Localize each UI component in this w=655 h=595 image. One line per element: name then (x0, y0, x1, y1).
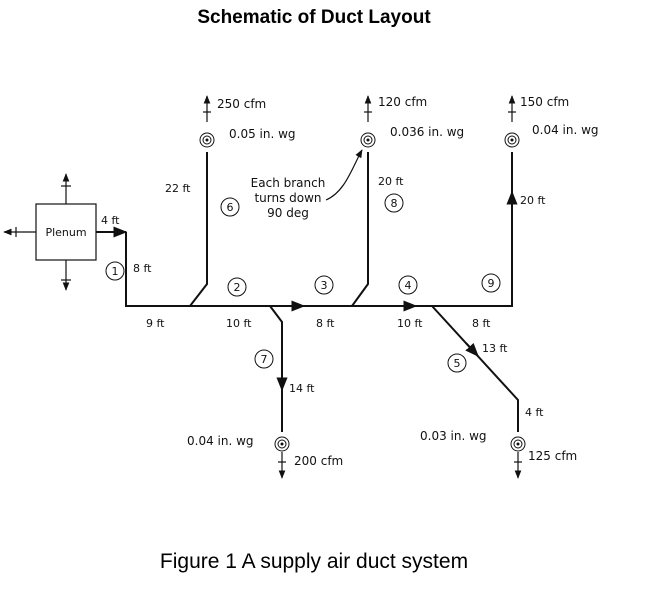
branch-5-length-diagonal: 13 ft (482, 342, 508, 355)
figure-caption: Figure 1 A supply air duct system (160, 550, 468, 573)
branch-9: 20 ft 150 cfm 0.04 in. wg (490, 95, 599, 307)
section-2-length: 10 ft (226, 317, 252, 330)
outlet-9-pressure: 0.04 in. wg (532, 123, 599, 137)
svg-text:7: 7 (261, 353, 268, 366)
main-trunk: 10 ft 8 ft 10 ft 8 ft (186, 300, 510, 330)
outlet-5-diffuser-icon (510, 436, 526, 452)
branch-7-length: 14 ft (289, 382, 315, 395)
branch-9-length: 20 ft (520, 194, 546, 207)
outlet-9-diffuser-icon (504, 132, 520, 148)
section-1-length-a: 4 ft (101, 214, 120, 227)
note-line-3: 90 deg (267, 206, 309, 220)
section-3-length: 8 ft (316, 317, 335, 330)
svg-text:6: 6 (227, 201, 234, 214)
outlet-8-flow: 120 cfm (378, 95, 427, 109)
section-1-duct: 4 ft 8 ft 9 ft (96, 214, 196, 330)
svg-text:9: 9 (488, 277, 495, 290)
branch-5: 13 ft 4 ft 0.03 in. wg 125 cfm (420, 305, 577, 479)
branch-7: 14 ft 0.04 in. wg 200 cfm (187, 305, 343, 479)
section-1-length-b: 8 ft (133, 262, 152, 275)
section-4-length: 10 ft (397, 317, 423, 330)
note-line-1: Each branch (251, 176, 326, 190)
branch-note: Each branch turns down 90 deg (251, 149, 363, 220)
svg-text:2: 2 (234, 281, 241, 294)
svg-text:5: 5 (454, 357, 461, 370)
note-line-2: turns down (254, 191, 321, 205)
outlet-7-flow: 200 cfm (294, 454, 343, 468)
outlet-8-pressure: 0.036 in. wg (390, 125, 464, 139)
section-marker-3: 3 (314, 275, 334, 295)
section-1-length-c: 9 ft (146, 317, 165, 330)
section-marker-8: 8 (384, 193, 404, 213)
outlet-6-pressure: 0.05 in. wg (229, 127, 296, 141)
outlet-7-diffuser-icon (274, 436, 290, 452)
outlet-8-diffuser-icon (360, 132, 376, 148)
outlet-6-flow: 250 cfm (217, 97, 266, 111)
outlet-7-pressure: 0.04 in. wg (187, 434, 254, 448)
outlet-6-diffuser-icon (199, 132, 215, 148)
svg-text:4: 4 (405, 279, 412, 292)
branch-6: 22 ft 250 cfm 0.05 in. wg (165, 95, 296, 307)
section-9-length: 8 ft (472, 317, 491, 330)
branch-8: 20 ft 120 cfm 0.036 in. wg (351, 95, 464, 307)
plenum-label: Plenum (45, 226, 86, 239)
outlet-5-pressure: 0.03 in. wg (420, 429, 487, 443)
branch-8-length: 20 ft (378, 175, 404, 188)
section-markers: 1 2 3 4 5 6 7 8 (105, 193, 501, 373)
svg-text:8: 8 (391, 197, 398, 210)
outlet-9-flow: 150 cfm (520, 95, 569, 109)
svg-text:3: 3 (321, 279, 328, 292)
section-marker-2: 2 (227, 277, 247, 297)
branch-5-length-drop: 4 ft (525, 406, 544, 419)
outlet-5-flow: 125 cfm (528, 449, 577, 463)
section-marker-7: 7 (254, 349, 274, 369)
section-marker-6: 6 (220, 197, 240, 217)
note-leader-arrow (325, 149, 363, 201)
plenum: Plenum (3, 173, 97, 291)
section-marker-1: 1 (105, 261, 125, 281)
section-marker-9: 9 (481, 273, 501, 293)
svg-text:1: 1 (112, 265, 119, 278)
section-marker-5: 5 (447, 353, 467, 373)
section-marker-4: 4 (398, 275, 418, 295)
diagram-title: Schematic of Duct Layout (197, 7, 431, 28)
branch-6-length: 22 ft (165, 182, 191, 195)
